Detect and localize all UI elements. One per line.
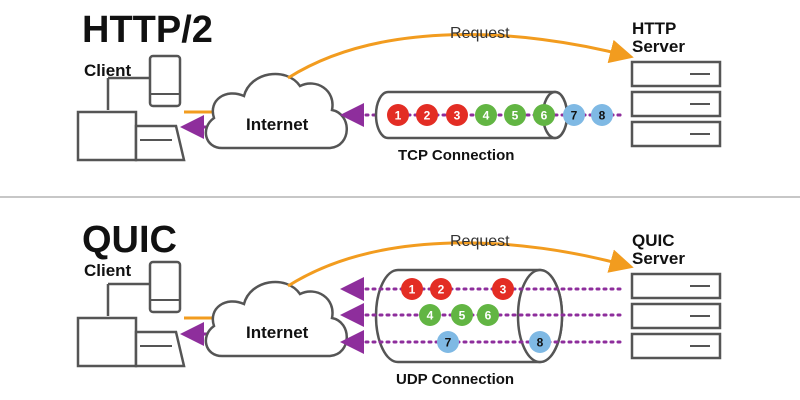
quic-stream-list: 1 2 3 4 5 6 7 8 [401, 278, 551, 353]
quic-stream-3-circle [492, 278, 514, 300]
http2-stream-5-label: 5 [512, 109, 519, 123]
quic-server-label-line1: QUIC [632, 231, 675, 250]
quic-title: QUIC [82, 219, 177, 261]
http2-stream-6-circle [533, 104, 555, 126]
quic-section: QUIC Client Internet Request [76, 219, 722, 388]
quic-connection-label: UDP Connection [396, 371, 514, 388]
http2-stream-4-circle [475, 104, 497, 126]
quic-stream-2-label: 2 [438, 283, 445, 297]
quic-server: QUIC Server [630, 231, 722, 360]
quic-client: Client [76, 260, 186, 368]
http2-internet-cloud-icon [204, 72, 348, 150]
http2-stream-3-label: 3 [454, 109, 461, 123]
quic-internet-label: Internet [246, 323, 309, 342]
http2-server: HTTP Server [630, 19, 722, 148]
quic-stream-7-circle [437, 331, 459, 353]
quic-server-icon [630, 272, 722, 360]
quic-stream-3-label: 3 [500, 283, 507, 297]
http2-stream-7-circle [563, 104, 585, 126]
http2-server-icon [630, 60, 722, 148]
http2-phone-icon [148, 54, 182, 108]
quic-stream-7-label: 7 [445, 336, 452, 350]
quic-laptop-icon [76, 282, 186, 368]
quic-stream-2-circle [430, 278, 452, 300]
http2-server-label-line1: HTTP [632, 19, 676, 38]
http2-stream-8-circle [591, 104, 613, 126]
http2-stream-8-label: 8 [599, 109, 606, 123]
quic-stream-5-label: 5 [459, 309, 466, 323]
quic-server-label-line2: Server [632, 249, 685, 268]
quic-stream-8-circle [529, 331, 551, 353]
quic-phone-icon [148, 260, 182, 314]
quic-stream-4-circle [419, 304, 441, 326]
quic-internet-cloud-icon [204, 280, 348, 358]
http2-stream-list: 1 2 3 4 5 6 7 8 [387, 104, 613, 126]
http2-stream-2-circle [416, 104, 438, 126]
quic-stream-1-circle [401, 278, 423, 300]
http2-request-label: Request [450, 25, 510, 42]
quic-stream-6-label: 6 [485, 309, 492, 323]
http2-server-label-line2: Server [632, 37, 685, 56]
http2-stream-6-label: 6 [541, 109, 548, 123]
quic-stream-1-label: 1 [409, 283, 416, 297]
quic-stream-6-circle [477, 304, 499, 326]
http2-client-label: Client [84, 61, 132, 80]
http2-laptop-icon [76, 76, 186, 162]
http2-connection-label: TCP Connection [398, 147, 514, 164]
http2-stream-2-label: 2 [424, 109, 431, 123]
http2-stream-1-circle [387, 104, 409, 126]
quic-request-arc-arrow [287, 241, 634, 288]
http2-client: Client [76, 54, 186, 162]
quic-client-label: Client [84, 261, 132, 280]
quic-stream-4-label: 4 [427, 309, 434, 323]
http2-internet-label: Internet [246, 115, 309, 134]
http2-title: HTTP/2 [82, 9, 213, 51]
quic-stream-5-circle [451, 304, 473, 326]
http2-stream-5-circle [504, 104, 526, 126]
quic-request-label: Request [450, 233, 510, 250]
http2-section: HTTP/2 Client Internet Reques [76, 9, 722, 164]
http2-stream-3-circle [446, 104, 468, 126]
http2-stream-4-label: 4 [483, 109, 490, 123]
http2-stream-1-label: 1 [395, 109, 402, 123]
http2-stream-7-label: 7 [571, 109, 578, 123]
http2-request-arc-arrow [287, 33, 634, 80]
quic-stream-8-label: 8 [537, 336, 544, 350]
